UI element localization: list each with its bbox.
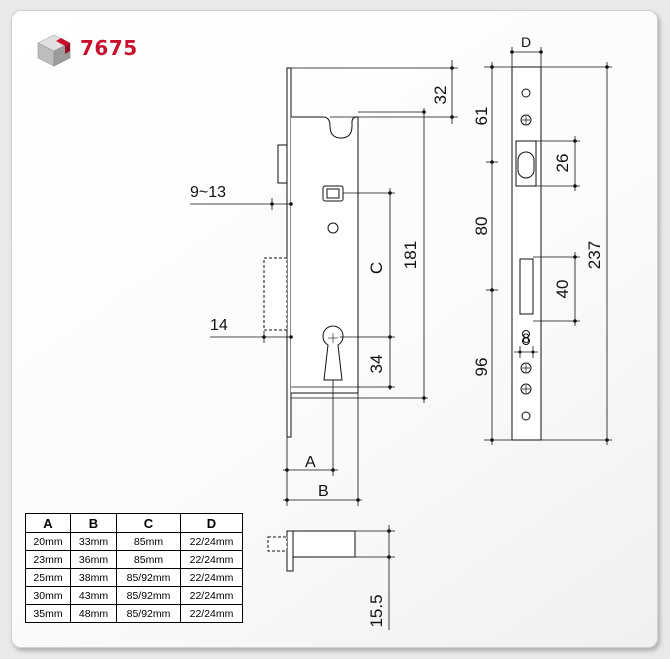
column-header-a: A: [25, 513, 71, 533]
label-dim-96: 96: [472, 358, 491, 377]
label-dim-14: 14: [210, 317, 228, 334]
lock-body-front-view: [263, 67, 359, 438]
table-cell: 22/24mm: [180, 550, 243, 569]
table-cell: 22/24mm: [180, 568, 243, 587]
column-header-d: D: [180, 513, 243, 533]
table-cell: 23mm: [25, 550, 71, 569]
column-header-b: B: [70, 513, 117, 533]
table-cell: 48mm: [70, 604, 117, 623]
label-dim-34: 34: [367, 355, 386, 374]
table-cell: 22/24mm: [180, 532, 243, 551]
table-row: 30mm 43mm 85/92mm 22/24mm: [25, 586, 243, 605]
label-dim-8: 8: [522, 330, 530, 346]
label-dim-a: A: [305, 454, 316, 471]
label-dim-b: B: [318, 483, 329, 500]
table-cell: 30mm: [25, 586, 71, 605]
label-dim-d: D: [521, 34, 531, 50]
table-row: 25mm 38mm 85/92mm 22/24mm: [25, 568, 243, 587]
label-dim-c: C: [367, 262, 386, 274]
table-cell: 22/24mm: [180, 604, 243, 623]
bottom-view: [267, 530, 356, 572]
table-cell: 38mm: [70, 568, 117, 587]
table-cell: 85mm: [116, 550, 181, 569]
table-row: 23mm 36mm 85mm 22/24mm: [25, 550, 243, 569]
label-dim-237: 237: [585, 241, 604, 269]
faceplate-view: [511, 66, 542, 441]
model-number: 7675: [80, 36, 138, 60]
label-dim-61: 61: [472, 107, 491, 126]
label-dim-9-13: 9~13: [190, 184, 226, 201]
cube-logo-icon: [37, 34, 71, 67]
label-dim-15-5: 15.5: [367, 594, 386, 627]
label-dim-181: 181: [401, 241, 420, 269]
column-header-c: C: [116, 513, 181, 533]
label-dim-26: 26: [553, 154, 572, 173]
table-header-row: A B C D: [25, 513, 243, 533]
table-cell: 85/92mm: [116, 568, 181, 587]
front-view-dimension-lines: [190, 60, 458, 506]
table-row: 35mm 48mm 85/92mm 22/24mm: [25, 604, 243, 623]
table-cell: 36mm: [70, 550, 117, 569]
table-cell: 85mm: [116, 532, 181, 551]
table-cell: 43mm: [70, 586, 117, 605]
label-dim-32: 32: [431, 86, 450, 105]
table-cell: 33mm: [70, 532, 117, 551]
table-cell: 20mm: [25, 532, 71, 551]
faceplate-dimension-lines: [484, 47, 612, 445]
label-dim-80: 80: [472, 217, 491, 236]
table-cell: 85/92mm: [116, 586, 181, 605]
label-dim-40: 40: [553, 280, 572, 299]
table-cell: 35mm: [25, 604, 71, 623]
table-cell: 25mm: [25, 568, 71, 587]
dimension-dots: [262, 50, 609, 559]
table-row: 20mm 33mm 85mm 22/24mm: [25, 532, 243, 551]
table-cell: 22/24mm: [180, 586, 243, 605]
table-cell: 85/92mm: [116, 604, 181, 623]
dimension-spec-table: A B C D 20mm 33mm 85mm 22/24mm 23mm 36mm…: [25, 513, 243, 623]
